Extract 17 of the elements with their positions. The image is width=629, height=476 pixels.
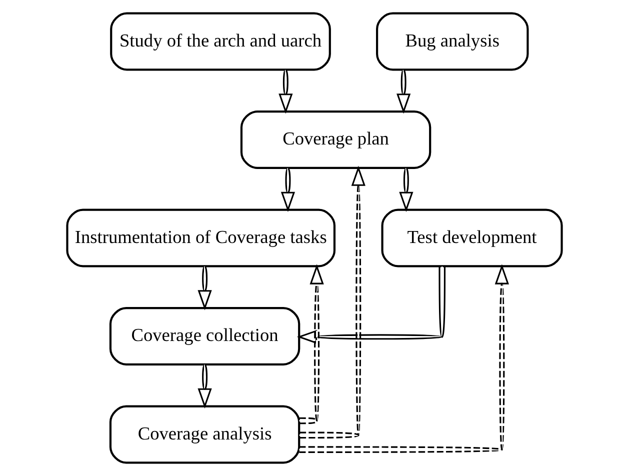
arrow [198,266,212,310]
arrow [296,266,446,344]
arrow [278,69,293,114]
node-box: Study of the arch and uarch [110,12,331,71]
node-box: Coverage plan [240,110,432,169]
arrow [299,166,366,439]
node-box: Instrumentation of Coverage tasks [66,208,336,268]
arrow [198,364,212,409]
node-box: Coverage analysis [109,405,300,464]
arrow [299,264,509,453]
arrow [280,168,296,212]
node-box: Bug analysis [376,12,529,71]
node-box: Test development [381,208,563,268]
arrow [396,69,411,114]
node-box: Coverage collection [109,307,300,366]
arrow [399,168,414,212]
arrow [299,264,324,424]
